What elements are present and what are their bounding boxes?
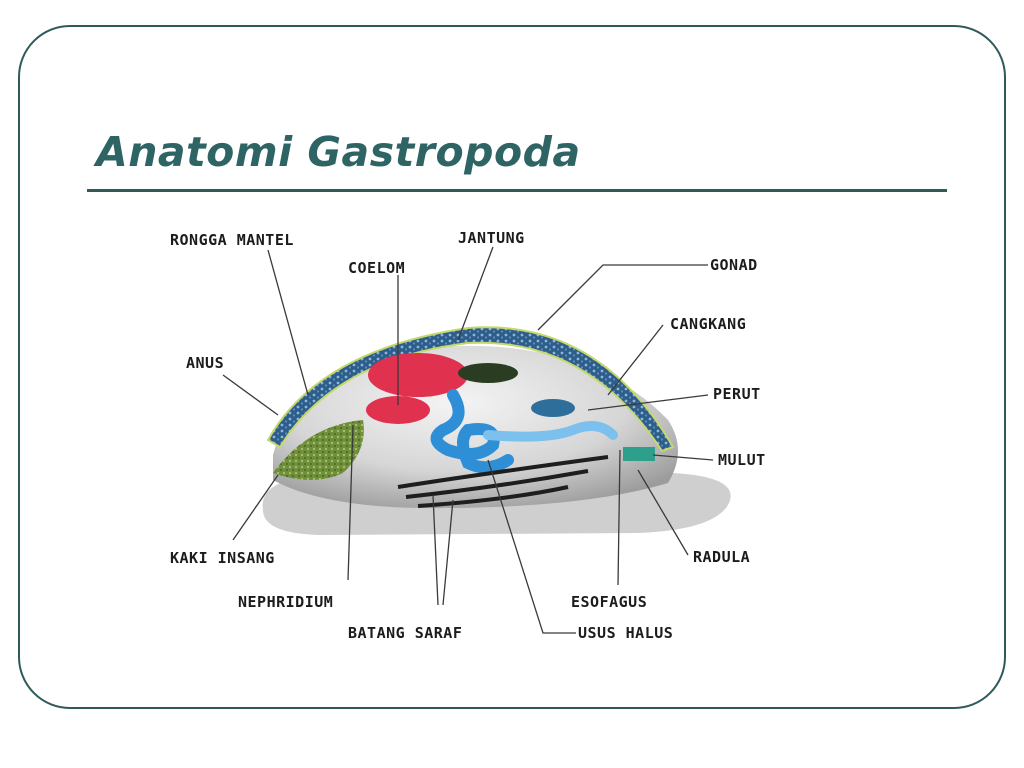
gonad-shape — [458, 363, 518, 383]
slide-title: Anatomi Gastropoda — [96, 128, 581, 176]
gill-shape — [273, 420, 364, 480]
coelom-shape — [366, 396, 430, 424]
label-batang-saraf: BATANG SARAF — [348, 624, 462, 642]
label-coelom: COELOM — [348, 259, 405, 277]
label-nephridium: NEPHRIDIUM — [238, 593, 333, 611]
radula-shape — [623, 447, 655, 461]
slide-frame — [18, 25, 1006, 709]
stomach-shape — [531, 399, 575, 417]
label-jantung: JANTUNG — [458, 229, 525, 247]
label-anus: ANUS — [186, 354, 224, 372]
intestine-shape — [430, 389, 514, 474]
label-kaki-insang: KAKI INSANG — [170, 549, 275, 567]
heart-shape — [368, 353, 468, 397]
label-mulut: MULUT — [718, 451, 766, 469]
label-radula: RADULA — [693, 548, 750, 566]
label-gonad: GONAD — [710, 256, 758, 274]
label-esofagus: ESOFAGUS — [571, 593, 647, 611]
label-perut: PERUT — [713, 385, 761, 403]
title-divider — [87, 189, 947, 192]
esophagus-shape — [483, 421, 618, 442]
label-cangkang: CANGKANG — [670, 315, 746, 333]
label-rongga-mantel: RONGGA MANTEL — [170, 231, 294, 249]
label-usus-halus: USUS HALUS — [578, 624, 673, 642]
gastropod-anatomy-diagram: RONGGA MANTEL JANTUNG COELOM GONAD CANGK… — [170, 229, 766, 642]
